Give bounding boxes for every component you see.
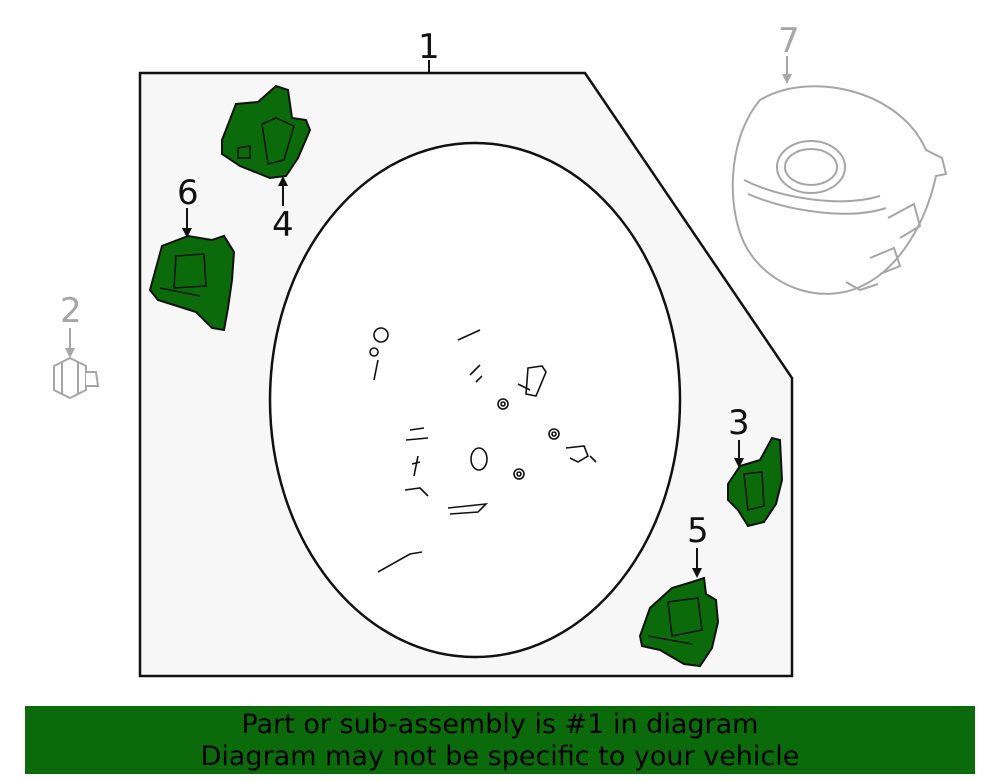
callout-4-arrowhead bbox=[278, 176, 288, 186]
callout-6[interactable]: 6 bbox=[177, 173, 199, 213]
banner-line-1: Part or sub-assembly is #1 in diagram bbox=[241, 709, 759, 740]
part-7-airbag[interactable] bbox=[731, 85, 948, 295]
callout-5[interactable]: 5 bbox=[687, 511, 709, 551]
callout-7[interactable]: 7 bbox=[778, 21, 800, 61]
part-5-switch[interactable] bbox=[638, 576, 720, 668]
wheel-hub-details bbox=[369, 327, 597, 573]
callout-3[interactable]: 3 bbox=[728, 403, 750, 443]
part-2-nut[interactable] bbox=[53, 356, 100, 400]
part-6-switch[interactable] bbox=[148, 234, 236, 332]
callout-7-arrowhead bbox=[782, 74, 792, 84]
part-3-switch[interactable] bbox=[727, 436, 784, 528]
callout-5-arrowhead bbox=[692, 568, 702, 578]
banner-line-2: Diagram may not be specific to your vehi… bbox=[200, 741, 800, 772]
callout-6-arrowhead bbox=[182, 228, 192, 238]
callout-2[interactable]: 2 bbox=[60, 291, 82, 331]
callout-3-arrowhead bbox=[734, 458, 744, 468]
info-banner: Part or sub-assembly is #1 in diagram Di… bbox=[25, 706, 975, 774]
parts-diagram: 1 4 6 2 bbox=[53, 21, 948, 678]
callout-2-arrowhead bbox=[65, 348, 75, 358]
callout-4[interactable]: 4 bbox=[272, 205, 294, 245]
callout-1[interactable]: 1 bbox=[418, 27, 440, 67]
steering-wheel-outline bbox=[268, 141, 682, 659]
part-4-switch[interactable] bbox=[221, 84, 312, 180]
